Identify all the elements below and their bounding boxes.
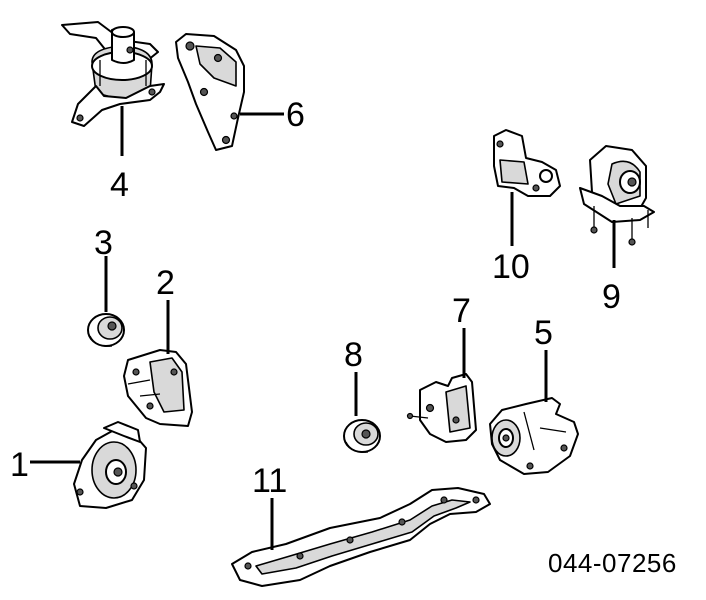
callout-9: 9: [602, 278, 621, 316]
callout-7: 7: [452, 292, 471, 330]
part-6-bracket: [175, 33, 245, 151]
part-3-bushing: [87, 313, 125, 347]
part-2-bracket: [123, 349, 193, 427]
callout-2: 2: [156, 264, 175, 302]
callout-10: 10: [492, 248, 530, 286]
callout-6: 6: [286, 96, 305, 134]
callout-1: 1: [10, 446, 29, 484]
callout-3: 3: [94, 224, 113, 262]
callout-4: 4: [110, 166, 129, 204]
part-9-mount: [579, 145, 655, 246]
callout-11: 11: [252, 462, 287, 500]
part-7-bracket: [406, 373, 477, 443]
part-11-crossmember: [231, 487, 491, 587]
part-8-bushing: [343, 419, 381, 453]
part-1-mount: [73, 421, 147, 509]
part-5-mount: [489, 397, 579, 475]
part-code: 044-07256: [548, 548, 677, 578]
part-10-mount-bracket: [493, 129, 561, 197]
callout-8: 8: [344, 336, 363, 374]
part-4-engine-mount: [61, 21, 165, 127]
callout-5: 5: [534, 314, 553, 352]
